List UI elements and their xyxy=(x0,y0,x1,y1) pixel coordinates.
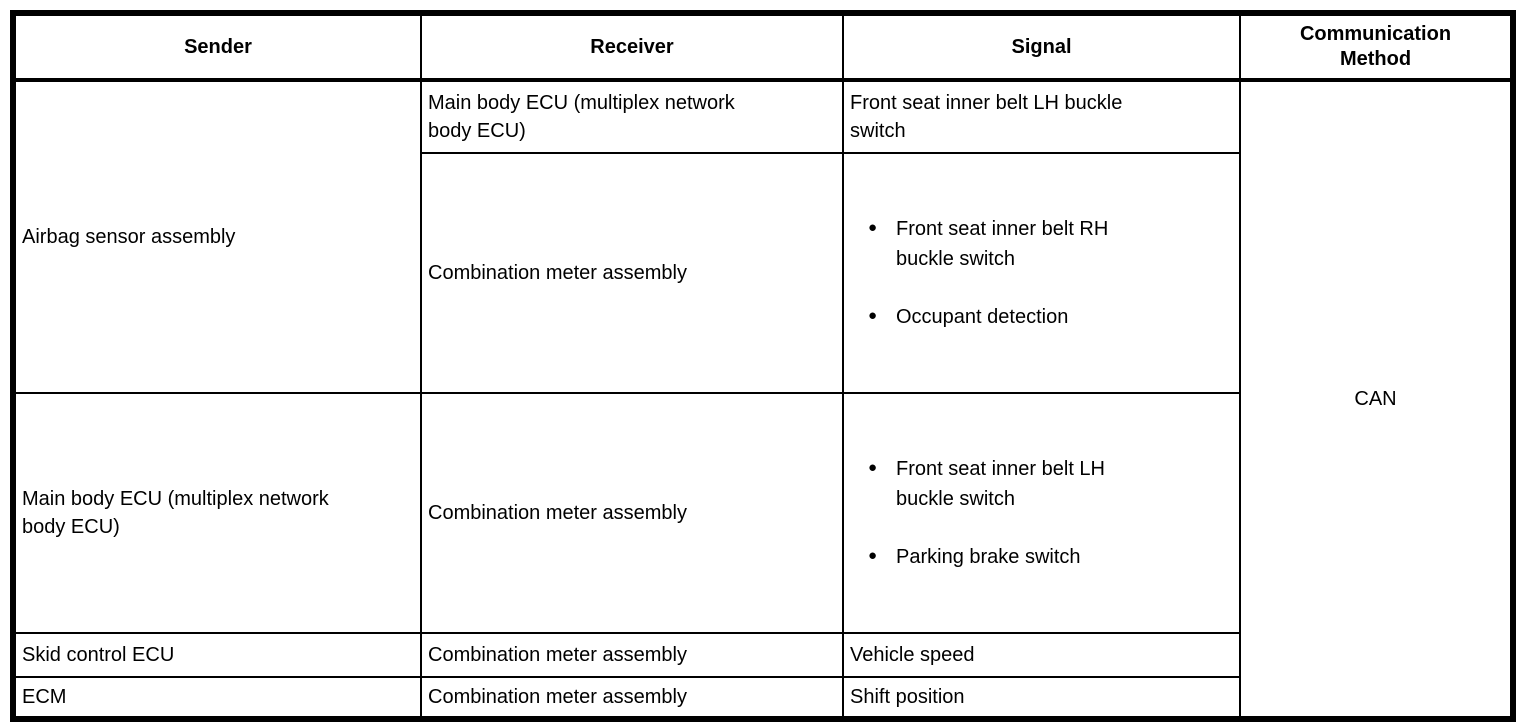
bullet-icon: ● xyxy=(868,219,878,236)
sender-cell: ECM xyxy=(12,676,422,720)
signal-cell: Front seat inner belt LH buckle switch xyxy=(842,79,1241,154)
sender-cell: Skid control ECU xyxy=(12,632,422,678)
receiver-cell: Combination meter assembly xyxy=(420,392,844,634)
receiver-cell: Main body ECU (multiplex network body EC… xyxy=(420,79,844,154)
receiver-cell: Combination meter assembly xyxy=(420,152,844,394)
column-header-signal: Signal xyxy=(842,12,1241,82)
communication-method-cell: CAN xyxy=(1239,79,1514,720)
column-header-communication-method: Communication Method xyxy=(1239,12,1514,82)
signal-item-text: Front seat inner belt RH buckle switch xyxy=(896,218,1109,270)
sender-cell: Airbag sensor assembly xyxy=(12,79,422,394)
communication-table-wrapper: Sender Receiver Signal Communication Met… xyxy=(10,10,1516,722)
signal-item-text: Front seat inner belt LH buckle switch xyxy=(896,458,1105,510)
signal-cell: ●Front seat inner belt LH buckle switch … xyxy=(842,392,1241,634)
table-row: Airbag sensor assembly Main body ECU (mu… xyxy=(12,79,1514,720)
bullet-icon: ● xyxy=(868,459,878,476)
signal-list-item: ● Parking brake switch xyxy=(850,542,1233,572)
column-header-sender: Sender xyxy=(12,12,422,82)
signal-list-item: ● Front seat inner belt RH buckle switch xyxy=(850,214,1233,274)
signal-list-item: ● Occupant detection xyxy=(850,302,1233,332)
signal-list-item: ● Front seat inner belt LH buckle switch xyxy=(850,454,1233,514)
signal-item-text: Occupant detection xyxy=(896,306,1069,328)
receiver-cell: Combination meter assembly xyxy=(420,676,844,720)
table-row: Combination meter assembly ● Front seat i… xyxy=(13,152,1513,394)
header-row: Sender Receiver Signal Communication Met… xyxy=(12,12,1514,82)
bullet-icon: ● xyxy=(868,307,878,324)
bullet-icon: ● xyxy=(868,547,878,564)
signal-list: ●Front seat inner belt LH buckle switch … xyxy=(850,426,1233,600)
signal-cell: ●Front seat inner belt RH buckle switch … xyxy=(842,152,1241,394)
signal-item-text: Parking brake switch xyxy=(896,546,1081,568)
receiver-cell: Combination meter assembly xyxy=(420,632,844,678)
signal-list: ●Front seat inner belt RH buckle switch … xyxy=(850,186,1233,360)
page: Sender Receiver Signal Communication Met… xyxy=(10,10,1516,722)
sender-cell: Main body ECU (multiplex network body EC… xyxy=(12,392,422,634)
signal-cell: Shift position xyxy=(842,676,1241,720)
signal-cell: Vehicle speed xyxy=(842,632,1241,678)
column-header-receiver: Receiver xyxy=(420,12,844,82)
communication-method-table: Sender Receiver Signal Communication Met… xyxy=(10,10,1516,722)
